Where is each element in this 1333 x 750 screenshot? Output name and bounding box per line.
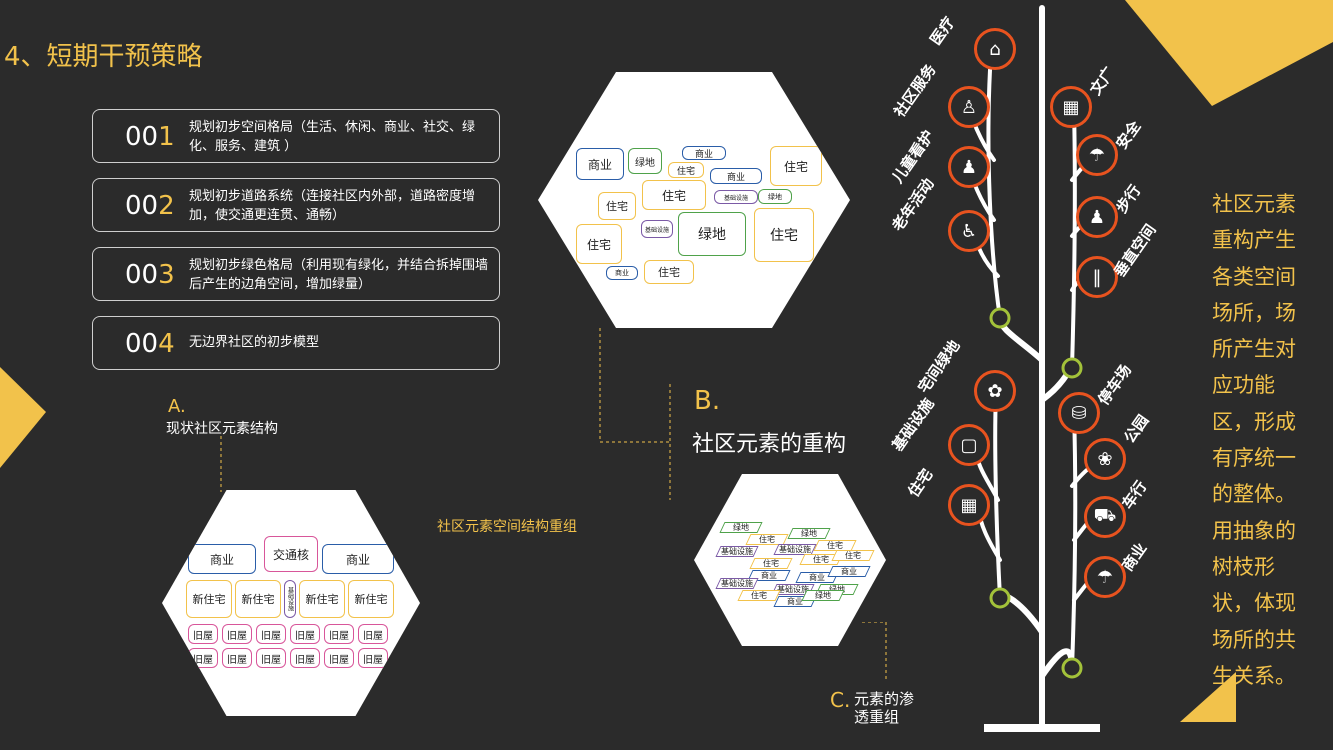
family-icon: ♟ [948,146,990,188]
cell-commerce: 商业 [322,544,394,574]
walker-icon: ♟ [1076,196,1118,238]
cell-infrastructure: 基础设施 [714,190,758,204]
section-a-label: 现状社区元素结构 [166,421,278,437]
cell-old-house: 旧屋 [256,648,286,668]
cell-commerce: 商业 [188,544,256,574]
section-c-label: 元素的渗透重组 [854,690,915,726]
strategy-item: 001 规划初步空间格局（生活、休闲、商业、社交、绿化、服务、建筑 ） [92,109,500,163]
cell-green: 绿地 [678,212,746,256]
cell-infrastructure: 基础设施 [641,220,673,238]
cell-old-house: 旧屋 [256,624,286,644]
cell-commerce: 商业 [576,148,624,180]
connector-b [599,328,671,500]
cell-housing: 住宅 [668,162,704,178]
cell-element: 基础设施 [715,578,759,589]
strategy-item: 003 规划初步绿色格局（利用现有绿化，并结合拆掉围墙后产生的边角空间，增加绿量… [92,247,500,301]
cell-housing: 住宅 [644,260,694,284]
strategy-text: 规划初步道路系统（连接社区内外部，道路密度增加，使交通更连贯、通畅） [189,189,476,223]
cell-old-house: 旧屋 [222,624,252,644]
bin-icon: ▢ [948,424,990,466]
cell-old-house: 旧屋 [222,648,252,668]
umbrella-icon: ☂ [1076,134,1118,176]
cell-infrastructure: 基础设施 [284,580,296,618]
strategy-text: 无边界社区的初步模型 [189,335,320,350]
cell-element: 住宅 [749,558,793,569]
regroup-label: 社区元素空间结构重组 [437,519,577,535]
connector-a [220,436,222,492]
section-b-label: 社区元素的重构 [692,432,847,457]
flower-icon: ❀ [1084,438,1126,480]
tree-diagram [968,5,1100,732]
cell-new-housing: 新住宅 [348,580,394,618]
cell-commerce: 商业 [682,146,726,160]
strategy-text: 规划初步空间格局（生活、休闲、商业、社交、绿化、服务、建筑 ） [189,120,476,154]
hex-current-structure: 商业 交通核 商业 新住宅 新住宅 基础设施 新住宅 新住宅 旧屋旧屋旧屋旧屋旧… [162,490,420,716]
staff-icon: ♙ [948,86,990,128]
strategy-item: 002 规划初步道路系统（连接社区内外部，道路密度增加，使交通更连贯、通畅） [92,178,500,232]
section-a-letter: A. [168,396,186,417]
cell-old-house: 旧屋 [188,624,218,644]
section-c-letter: C. [830,688,851,712]
house-icon: ⌂ [974,28,1016,70]
cell-new-housing: 新住宅 [299,580,345,618]
connector-c [862,622,887,680]
cell-transit-core: 交通核 [264,536,318,572]
cell-element: 绿地 [801,590,845,601]
cell-commerce: 商业 [606,266,638,280]
shopping-icon: ☂ [1084,556,1126,598]
vertical-lines-icon: ‖ [1076,256,1118,298]
cell-element: 住宅 [737,590,781,601]
strategy-item: 004 无边界社区的初步模型 [92,316,500,370]
cell-green: 绿地 [628,148,662,174]
cell-old-house: 旧屋 [324,648,354,668]
cell-old-house: 旧屋 [290,648,320,668]
parking-icon: ⛁ [1058,392,1100,434]
cell-element: 绿地 [719,522,763,533]
car-icon: ⛟ [1084,496,1126,538]
cell-housing: 住宅 [576,224,622,264]
cell-element: 绿地 [787,528,831,539]
cell-housing: 住宅 [770,146,822,186]
building-icon: ▦ [948,484,990,526]
cell-housing: 住宅 [598,192,636,220]
cell-old-house: 旧屋 [290,624,320,644]
stairs-icon: ▦ [1050,86,1092,128]
side-description: 社区元素重构产生各类空间场所，场所产生对应功能区，形成有序统一的整体。用抽象的树… [1212,192,1296,688]
cell-old-house: 旧屋 [324,624,354,644]
sprout-icon: ✿ [974,370,1016,412]
elder-icon: ♿ [948,210,990,252]
cell-old-house: 旧屋 [358,648,388,668]
strategy-text: 规划初步绿色格局（利用现有绿化，并结合拆掉围墙后产生的边角空间，增加绿量） [189,258,489,292]
cell-housing: 住宅 [754,208,814,262]
cell-housing: 住宅 [642,180,706,210]
cell-element: 基础设施 [715,546,759,557]
cell-commerce: 商业 [710,168,762,184]
cell-old-house: 旧屋 [358,624,388,644]
cell-new-housing: 新住宅 [186,580,232,618]
page-title: 4、短期干预策略 [4,42,203,72]
cell-green: 绿地 [758,189,792,204]
section-b-letter: B. [694,386,721,416]
cell-new-housing: 新住宅 [235,580,281,618]
